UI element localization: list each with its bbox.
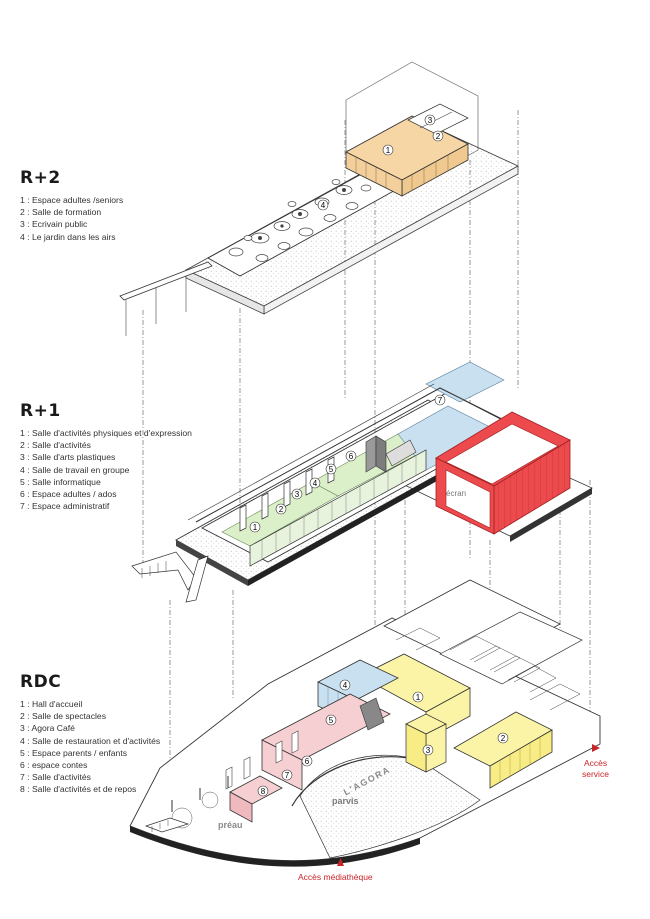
rdc-marker-6: 6 <box>305 757 310 766</box>
r2-marker-2: 2 <box>436 132 441 141</box>
legend-r1-item: 2 : Salle d'activités <box>20 440 91 451</box>
rdc-marker-2: 2 <box>501 734 506 743</box>
legend-r1-item: 4 : Salle de travail en groupe <box>20 464 130 475</box>
rdc-markers: 1 2 3 4 5 6 7 8 <box>257 679 509 797</box>
r2-marker-3: 3 <box>428 116 433 125</box>
r1-markers: 1 2 3 4 5 6 7 <box>249 394 446 533</box>
label-acces-service-2: service <box>582 769 609 779</box>
r1-marker-1: 1 <box>253 523 258 532</box>
rdc-marker-8: 8 <box>261 787 266 796</box>
rdc-parvis <box>299 754 481 859</box>
acces-service-arrow <box>592 744 600 752</box>
legend-rdc-item: 4 : Salle de restauration et d'activités <box>20 735 161 746</box>
legend-rdc-item: 7 : Salle d'activités <box>20 772 91 783</box>
legend-rdc-item: 6 : espace contes <box>20 760 88 771</box>
legend-rdc-item: 1 : Hall d'accueil <box>20 699 83 709</box>
label-ecran: écran <box>446 489 466 498</box>
legend-r1-item: 1 : Salle d'activités physiques et d'exp… <box>20 428 192 438</box>
legend-r1-item: 6 : Espace adultes / ados <box>20 489 117 500</box>
label-acces-mediatheque: Accès médiathèque <box>298 872 373 882</box>
level-rdc-plan <box>129 579 601 867</box>
legend-r1-item: 3 : Salle d'arts plastiques <box>20 452 116 463</box>
rdc-marker-4: 4 <box>343 681 348 690</box>
r1-marker-5: 5 <box>329 465 334 474</box>
legend-r2-item: 1 : Espace adultes /seniors <box>20 195 124 205</box>
level-r2-plan <box>119 61 519 336</box>
legend-rdc-item: 3 : Agora Café <box>20 723 75 734</box>
legend-r2-title: R+2 <box>20 168 61 188</box>
legend-r1-item: 5 : Salle informatique <box>20 476 101 487</box>
label-preau: préau <box>218 820 243 830</box>
legend-rdc-item: 2 : Salle de spectacles <box>20 711 106 722</box>
legend-r2-item: 2 : Salle de formation <box>20 207 102 218</box>
r2-marker-4: 4 <box>321 201 326 210</box>
rdc-marker-7: 7 <box>285 771 290 780</box>
r1-marker-2: 2 <box>279 505 284 514</box>
r2-markers: 1 2 3 4 <box>317 114 444 211</box>
rdc-marker-1: 1 <box>416 693 421 702</box>
label-acces-service-1: Accès <box>584 758 607 768</box>
legend-r2-item: 4 : Le jardin dans les airs <box>20 231 116 242</box>
legend-rdc-title: RDC <box>20 672 62 692</box>
legend-r1: R+1 1 : Salle d'activités physiques et d… <box>20 401 192 512</box>
legend-r1-title: R+1 <box>20 401 61 421</box>
legend-rdc-item: 8 : Salle d'activités et de repos <box>20 784 137 795</box>
legend-r1-item: 7 : Espace administratif <box>20 501 110 512</box>
r1-marker-6: 6 <box>349 452 354 461</box>
rdc-marker-3: 3 <box>426 746 431 755</box>
legend-r2-item: 3 : Ecrivain public <box>20 219 88 230</box>
acces-mediatheque-arrow <box>337 858 344 866</box>
legend-rdc: RDC 1 : Hall d'accueil 2 : Salle de spec… <box>20 672 160 796</box>
legend-rdc-item: 5 : Espace parents / enfants <box>20 747 128 758</box>
r1-marker-3: 3 <box>295 490 300 499</box>
rdc-marker-5: 5 <box>329 716 334 725</box>
label-parvis: parvis <box>332 796 359 806</box>
level-r1-plan <box>131 361 593 603</box>
r1-marker-7: 7 <box>438 396 443 405</box>
garden-planters <box>228 179 372 262</box>
r2-marker-1: 1 <box>386 146 391 155</box>
legend-r2: R+2 1 : Espace adultes /seniors 2 : Sall… <box>20 168 123 243</box>
r1-stairs <box>131 551 197 591</box>
r2-ramp <box>119 261 213 301</box>
r1-marker-4: 4 <box>313 479 318 488</box>
